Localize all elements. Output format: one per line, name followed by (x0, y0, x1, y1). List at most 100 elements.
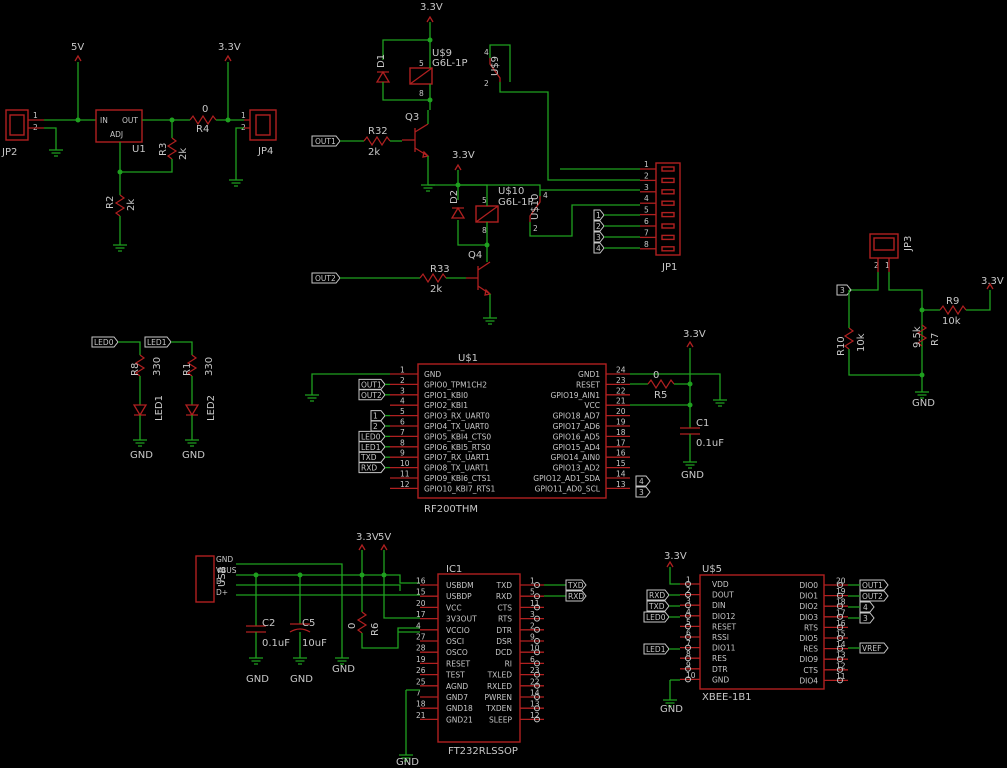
svg-text:GND: GND (912, 398, 935, 409)
us5-pin-num: 11 (836, 672, 846, 681)
us5-pin-name: GND (712, 675, 729, 684)
us1-pin-num: 4 (400, 397, 405, 406)
jp1-body (655, 162, 681, 256)
svg-text:USB: USB (217, 566, 228, 587)
us5-pin-num: 8 (686, 650, 691, 659)
us1-pin-num: 13 (616, 480, 626, 489)
us1-pin-num: 2 (400, 376, 405, 385)
svg-text:GND: GND (396, 757, 419, 768)
us1-pin-num: 6 (400, 418, 405, 427)
jp1-pin-num: 6 (644, 217, 649, 226)
svg-text:C1: C1 (696, 418, 709, 429)
ic1-pin-name: GND21 (446, 715, 473, 724)
ic1-pin-num: 14 (530, 689, 540, 698)
us5-pin-name: DIO11 (712, 644, 736, 653)
us1-pin-name: GPIO6_KBI5_RTS0 (424, 443, 491, 452)
us1-pin-num: 17 (616, 438, 626, 447)
label-3v3-b: 3.3V (420, 2, 443, 13)
ic1-pin-name: TXD (496, 581, 513, 590)
svg-text:OUT2: OUT2 (862, 592, 883, 601)
label-5v-b: 5V (378, 532, 391, 543)
ic1-pin-num: 15 (416, 588, 426, 597)
us5-pin-num: 13 (836, 651, 846, 660)
svg-text:9.5k: 9.5k (912, 326, 923, 348)
svg-text:R32: R32 (368, 126, 388, 137)
ic1-pin-name: SLEEP (489, 715, 512, 724)
us5-pin-name: CTS (803, 666, 818, 675)
ic1-body (437, 573, 521, 743)
ic1-pin-num: 26 (416, 666, 426, 675)
svg-text:Q3: Q3 (405, 112, 419, 123)
jp1-pin-num: 3 (644, 183, 649, 192)
svg-text:1: 1 (885, 261, 890, 270)
svg-text:TXD: TXD (648, 602, 665, 611)
ic1-pin-name: GND7 (446, 693, 468, 702)
svg-text:0: 0 (202, 104, 208, 115)
port-tag: OUT1 (361, 380, 382, 389)
port-tag: RXD (361, 464, 377, 473)
us5-pin-name: RESET (712, 622, 736, 631)
svg-text:8: 8 (419, 89, 424, 98)
port-tag: LED1 (361, 443, 381, 452)
svg-text:LED0: LED0 (94, 338, 114, 347)
ic1-pin-name: TXLED (487, 671, 513, 680)
us1-pin-num: 24 (616, 366, 626, 375)
us1-pin-num: 10 (400, 459, 410, 468)
ic1-pin-num: 7 (416, 689, 421, 698)
usb-connector (195, 555, 215, 603)
svg-text:4: 4 (543, 191, 548, 200)
ic1-pin-name: RXD (496, 592, 512, 601)
svg-text:U$10: U$10 (498, 186, 524, 197)
jp4-body (249, 109, 277, 141)
us5-pin-name: RES (803, 645, 818, 654)
us5-pin-name: VDD (712, 580, 729, 589)
svg-text:R1: R1 (182, 363, 193, 376)
svg-text:U$1: U$1 (458, 353, 478, 364)
us5-pin-num: 19 (836, 587, 846, 596)
ic1-pin-name: CTS (497, 603, 512, 612)
svg-text:G6L-1P: G6L-1P (498, 197, 534, 208)
us1-pin-name: GPIO0_TPM1CH2 (424, 380, 487, 389)
us1-pin-num: 3 (400, 386, 405, 395)
svg-text:3: 3 (840, 286, 845, 295)
svg-text:R3: R3 (158, 143, 169, 156)
us1-pin-name: GPIO13_AD2 (553, 464, 601, 473)
us1-pin-name: GPIO5_KBI4_CTS0 (424, 432, 491, 441)
ic1-pin-num: 18 (416, 700, 426, 709)
ic1-pin-num: 1 (530, 577, 535, 586)
svg-text:R6: R6 (370, 623, 381, 636)
ic1-pin-num: 4 (416, 621, 421, 630)
svg-text:5: 5 (419, 59, 424, 68)
svg-text:C2: C2 (262, 618, 275, 629)
us5-pin-name: RSSI (712, 633, 729, 642)
svg-text:10k: 10k (942, 316, 961, 327)
us1-pin-num: 18 (616, 428, 626, 437)
ic1-pin-num: 10 (530, 644, 540, 653)
us1-pin-name: VCC (584, 401, 600, 410)
port-tag: OUT2 (361, 391, 382, 400)
us1-pin-name: GPIO16_AD5 (553, 432, 601, 441)
us5-pin-name: DIO1 (799, 592, 818, 601)
us5-pin-num: 16 (836, 619, 846, 628)
ic1-pin-name: 3V3OUT (446, 615, 477, 624)
us5-pin-name: DIO0 (799, 581, 818, 590)
svg-text:0.1uF: 0.1uF (262, 638, 290, 649)
us1-pin-num: 12 (400, 480, 410, 489)
svg-text:R2: R2 (105, 196, 116, 209)
label-3v3-e: 3.3V (683, 329, 706, 340)
us5-pin-name: RES (712, 654, 727, 663)
us1-pin-name: GND (424, 370, 441, 379)
svg-text:R7: R7 (930, 333, 941, 346)
ic1-pin-name: RTS (498, 615, 512, 624)
svg-text:JP3: JP3 (903, 236, 914, 252)
ic1-pin-num: 11 (530, 599, 540, 608)
svg-text:GND: GND (660, 704, 683, 715)
jp2-label: JP2 (1, 147, 17, 158)
ic1-pin-num: 28 (416, 644, 426, 653)
relay-section: 3.3V D1 5 8 U$9 G6L-1P U$9 4 2 Q3 OUT1 R… (311, 2, 681, 325)
jp4-label: JP4 (257, 146, 273, 157)
us1-pin-num: 11 (400, 470, 410, 479)
us1-pin-name: GPIO4_TX_UART0 (424, 422, 489, 431)
svg-text:1: 1 (241, 111, 246, 120)
